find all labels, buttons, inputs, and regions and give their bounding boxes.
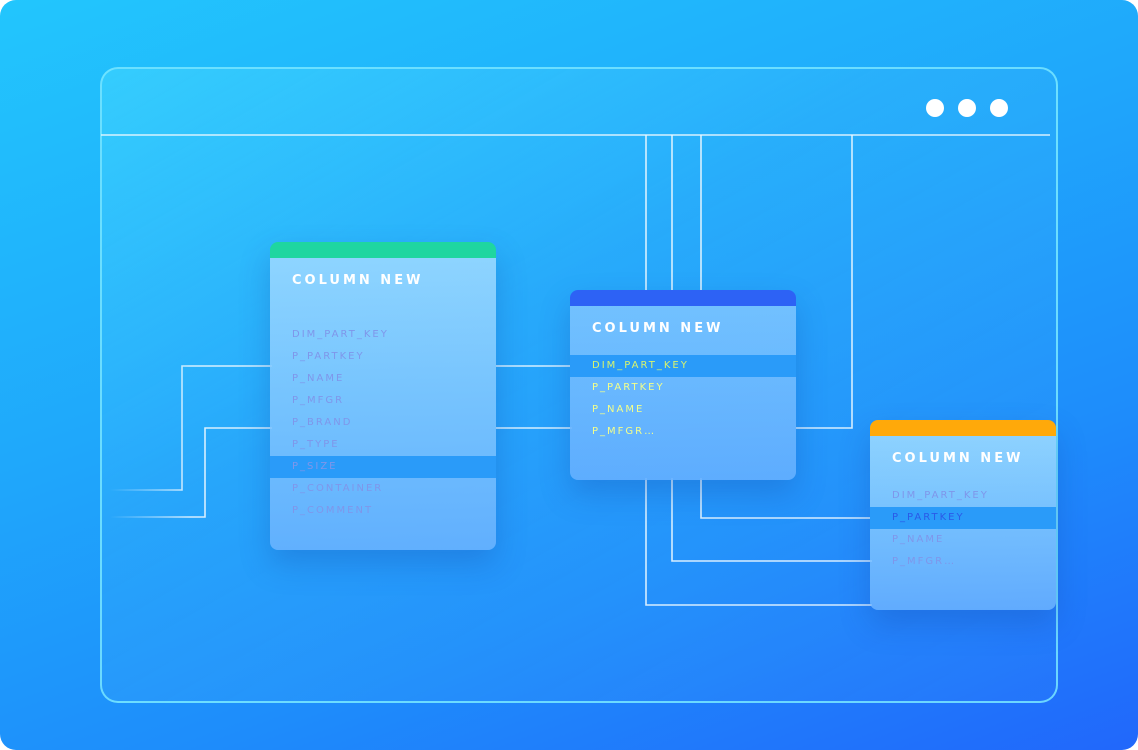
table-row[interactable]: P_BRAND (292, 417, 353, 428)
table-row[interactable]: P_CONTAINER (292, 483, 384, 494)
table-row[interactable]: P_MFGR… (892, 556, 957, 567)
window-dot-2[interactable] (958, 99, 976, 117)
table-row[interactable]: P_NAME (592, 404, 645, 415)
table-card-1-title: COLUMN NEW (292, 273, 424, 288)
table-card-1-accent-bar (270, 242, 496, 258)
table-row[interactable]: P_NAME (892, 534, 945, 545)
table-row[interactable]: P_PARTKEY (592, 382, 665, 393)
table-row[interactable]: P_TYPE (292, 439, 340, 450)
table-row[interactable]: DIM_PART_KEY (292, 329, 389, 340)
table-row[interactable]: P_NAME (292, 373, 345, 384)
window-controls (926, 99, 1008, 117)
table-card-3-accent-bar (870, 420, 1056, 436)
table-card-2-title: COLUMN NEW (592, 321, 724, 336)
table-row[interactable]: P_PARTKEY (292, 351, 365, 362)
table-row[interactable]: P_COMMENT (292, 505, 374, 516)
table-row-highlighted[interactable]: DIM_PART_KEY (570, 355, 796, 377)
table-card-1[interactable]: COLUMN NEW DIM_PART_KEY P_PARTKEY P_NAME… (270, 242, 496, 550)
table-row-highlighted[interactable]: P_SIZE (270, 456, 496, 478)
window-dot-1[interactable] (926, 99, 944, 117)
table-card-3-title: COLUMN NEW (892, 451, 1024, 466)
table-card-3-body: COLUMN NEW DIM_PART_KEY P_PARTKEY P_NAME… (870, 436, 1056, 610)
table-card-2-body: COLUMN NEW DIM_PART_KEY P_PARTKEY P_NAME… (570, 306, 796, 480)
table-row[interactable]: P_MFGR… (592, 426, 657, 437)
table-row[interactable]: DIM_PART_KEY (892, 490, 989, 501)
window-dot-3[interactable] (990, 99, 1008, 117)
table-card-2-accent-bar (570, 290, 796, 306)
table-row[interactable]: P_MFGR (292, 395, 345, 406)
table-row-highlighted[interactable]: P_PARTKEY (870, 507, 1056, 529)
table-card-3[interactable]: COLUMN NEW DIM_PART_KEY P_PARTKEY P_NAME… (870, 420, 1056, 610)
table-card-1-body: COLUMN NEW DIM_PART_KEY P_PARTKEY P_NAME… (270, 258, 496, 550)
table-card-2[interactable]: COLUMN NEW DIM_PART_KEY P_PARTKEY P_NAME… (570, 290, 796, 480)
